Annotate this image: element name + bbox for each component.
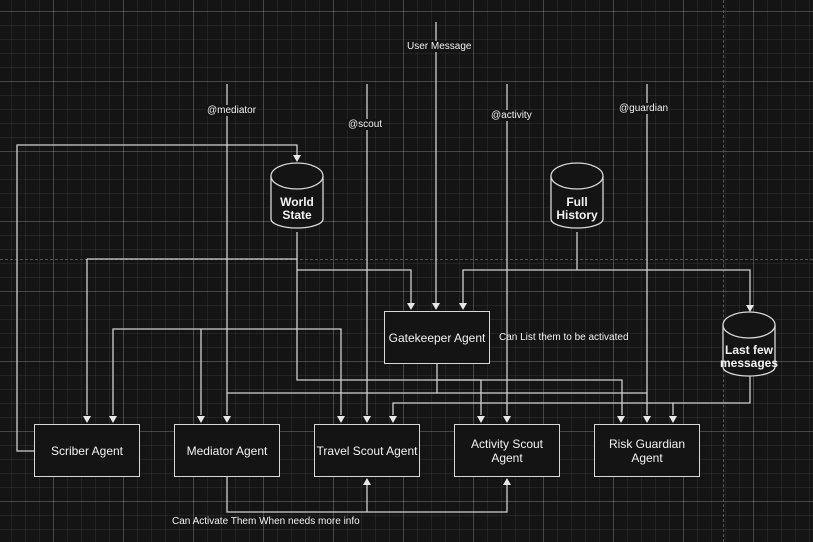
full-history-cylinder-shape xyxy=(550,162,604,229)
edge-scriber-to-world-state[interactable] xyxy=(16,144,298,452)
activity-scout-agent-node[interactable]: Activity Scout Agent xyxy=(454,424,560,477)
arrowhead-world-state xyxy=(293,155,301,162)
edge-last-few-out[interactable] xyxy=(392,376,751,415)
activity-mention-label: @activity xyxy=(490,110,533,121)
gatekeeper-agent-node[interactable]: Gatekeeper Agent xyxy=(384,311,490,364)
risk-guardian-agent-label: Risk Guardian Agent xyxy=(608,436,686,465)
arrowhead-activity-up xyxy=(503,478,511,485)
edge-gatekeeper-to-scriber[interactable] xyxy=(112,328,342,415)
arrowhead-risk-1 xyxy=(617,416,625,423)
arrowhead-gk-2 xyxy=(432,303,440,310)
arrowhead-travel-1 xyxy=(337,416,345,423)
mediator-note: Can Activate Them When needs more info xyxy=(172,516,360,527)
edge-world-state-to-gatekeeper[interactable] xyxy=(297,269,412,303)
mediator-agent-node[interactable]: Mediator Agent xyxy=(174,424,280,477)
scriber-agent-label: Scriber Agent xyxy=(50,443,124,458)
arrowhead-travel-up xyxy=(363,478,371,485)
arrowhead-gk-1 xyxy=(407,303,415,310)
arrowhead-activity-1 xyxy=(477,416,485,423)
edge-full-history-to-gatekeeper[interactable] xyxy=(462,269,577,303)
edge-gatekeeper-bus[interactable] xyxy=(227,364,438,394)
arrowheads xyxy=(83,155,754,485)
page-break-vertical xyxy=(723,0,724,542)
arrowhead-scriber-2 xyxy=(109,416,117,423)
activity-scout-agent-label: Activity Scout Agent xyxy=(470,436,544,465)
travel-scout-agent-label: Travel Scout Agent xyxy=(316,443,418,458)
arrowhead-mediator-1 xyxy=(197,416,205,423)
risk-guardian-agent-node[interactable]: Risk Guardian Agent xyxy=(594,424,700,477)
guardian-mention-label: @guardian xyxy=(618,103,670,114)
last-few-cylinder-shape xyxy=(722,311,776,377)
arrowhead-gk-3 xyxy=(459,303,467,310)
arrowhead-risk-2 xyxy=(643,416,651,423)
scout-mention-label: @scout xyxy=(347,119,384,130)
gatekeeper-agent-label: Gatekeeper Agent xyxy=(388,330,486,345)
edge-gatekeeper-to-activity[interactable] xyxy=(437,379,482,415)
arrowhead-mediator-2 xyxy=(223,416,231,423)
user-message-label: User Message xyxy=(406,41,473,52)
scriber-agent-node[interactable]: Scriber Agent xyxy=(34,424,140,477)
arrowhead-travel-3 xyxy=(389,416,397,423)
gatekeeper-note: Can List them to be activated xyxy=(499,332,629,343)
edge-full-history-to-last-few[interactable] xyxy=(577,269,751,305)
arrowhead-activity-2 xyxy=(503,416,511,423)
world-state-cylinder-shape xyxy=(270,162,324,229)
page-break-horizontal xyxy=(0,259,813,260)
mediator-mention-label: @mediator xyxy=(206,105,258,116)
arrowhead-travel-2 xyxy=(363,416,371,423)
mediator-agent-label: Mediator Agent xyxy=(186,443,268,458)
arrowhead-last-few xyxy=(746,305,754,312)
travel-scout-agent-node[interactable]: Travel Scout Agent xyxy=(314,424,420,477)
arrowhead-scriber-1 xyxy=(83,416,91,423)
arrowhead-risk-3 xyxy=(669,416,677,423)
